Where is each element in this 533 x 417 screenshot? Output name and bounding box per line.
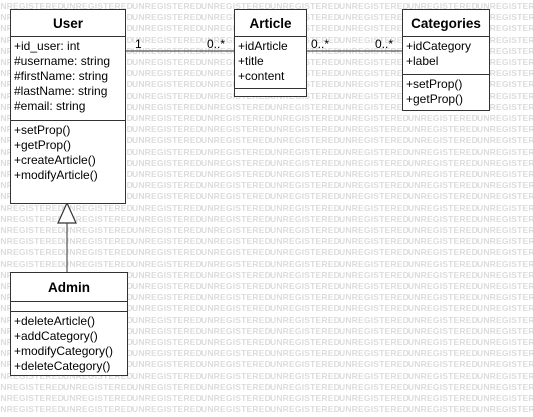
admin-operation: +deleteArticle()	[14, 314, 96, 328]
multiplicity-user-end: 1	[135, 37, 142, 51]
categories-operation: +getProp()	[406, 92, 464, 106]
article-attribute: +idArticle	[238, 39, 288, 53]
user-attribute: #username: string	[14, 54, 111, 68]
class-article-operations	[235, 88, 306, 96]
user-operation: +modifyArticle()	[14, 168, 98, 182]
class-article-attributes: +idArticle+title+content	[235, 37, 306, 88]
user-operation: +getProp()	[14, 138, 72, 152]
class-categories-attributes: +idCategory+label	[403, 37, 489, 74]
categories-operation: +setProp()	[406, 77, 463, 91]
multiplicity-article-end-left: 0..*	[207, 37, 226, 51]
user-attribute: #lastName: string	[14, 84, 108, 98]
categories-attribute: +label	[406, 54, 439, 68]
multiplicity-article-end-right: 0..*	[311, 37, 330, 51]
class-admin[interactable]: Admin +deleteArticle()+addCategory()+mod…	[10, 272, 128, 376]
admin-operation: +modifyCategory()	[14, 344, 114, 358]
user-attribute: #email: string	[14, 99, 86, 113]
article-attribute: +content	[238, 69, 285, 83]
article-attribute: +title	[238, 54, 264, 68]
generalization-arrowhead	[57, 201, 77, 224]
user-attribute: +id_user: int	[14, 39, 80, 53]
class-article[interactable]: Article +idArticle+title+content	[234, 9, 307, 97]
class-categories[interactable]: Categories +idCategory+label +setProp()+…	[402, 9, 490, 111]
class-categories-operations: +setProp()+getProp()	[403, 74, 489, 109]
class-admin-attributes	[11, 302, 127, 311]
class-user-operations: +setProp()+getProp()+createArticle()+mod…	[11, 120, 125, 185]
categories-attribute: +idCategory	[406, 39, 472, 53]
class-categories-name: Categories	[403, 10, 489, 37]
user-operation: +setProp()	[14, 123, 71, 137]
admin-operation: +deleteCategory()	[14, 359, 111, 373]
user-operation: +createArticle()	[14, 153, 96, 167]
multiplicity-categories-end: 0..*	[375, 37, 394, 51]
user-attribute: #firstName: string	[14, 69, 109, 83]
class-user-name: User	[11, 10, 125, 37]
class-user-attributes: +id_user: int#username: string#firstName…	[11, 37, 125, 120]
admin-operation: +addCategory()	[14, 329, 98, 343]
class-article-name: Article	[235, 10, 306, 37]
class-admin-operations: +deleteArticle()+addCategory()+modifyCat…	[11, 311, 127, 376]
class-user[interactable]: User +id_user: int#username: string#firs…	[10, 9, 126, 204]
class-admin-name: Admin	[11, 273, 127, 302]
